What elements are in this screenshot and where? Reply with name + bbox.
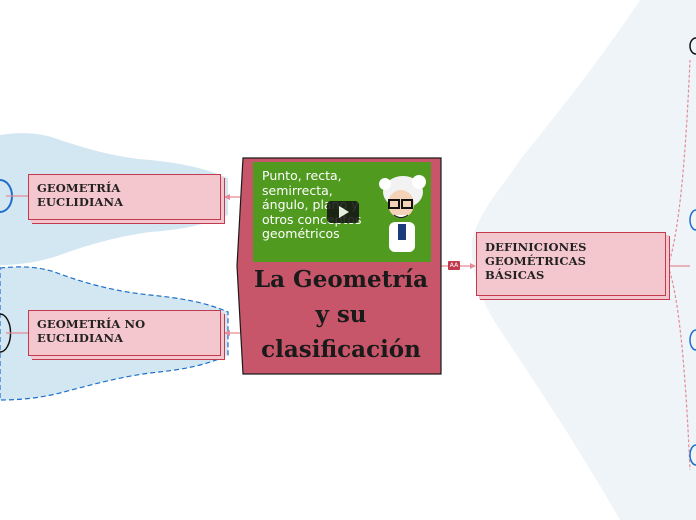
central-node-title: La Geometría y su clasificación	[253, 266, 429, 363]
right-node-3-edge	[689, 329, 696, 351]
play-button[interactable]	[327, 201, 359, 223]
topic-label: GEOMETRÍA EUCLIDIANA	[37, 181, 124, 209]
video-thumbnail[interactable]: Punto, recta, semirrecta, ángulo, plano …	[253, 162, 431, 262]
connector-euclidiana-arrow	[224, 194, 230, 200]
connector-no-euclidiana-arrow	[224, 330, 230, 336]
text-style-badge[interactable]: AA	[448, 261, 460, 270]
topic-label: GEOMETRÍA NO EUCLIDIANA	[37, 317, 146, 345]
topic-geometria-no-euclidiana[interactable]: GEOMETRÍA NO EUCLIDIANA	[28, 310, 221, 356]
right-node-4-edge	[689, 444, 696, 466]
right-node-1-edge	[689, 37, 696, 55]
topic-definiciones-geometricas[interactable]: DEFINICIONES GEOMÉTRICAS BÁSICAS	[476, 232, 666, 296]
professor-illustration	[379, 175, 426, 252]
right-subbranch-line	[667, 59, 691, 471]
connector-definiciones-arrow	[470, 263, 476, 269]
topic-geometria-euclidiana[interactable]: GEOMETRÍA EUCLIDIANA	[28, 174, 221, 220]
video-title: Punto, recta, semirrecta, ángulo, plano …	[262, 168, 362, 241]
topic-label: DEFINICIONES GEOMÉTRICAS BÁSICAS	[485, 240, 587, 282]
right-node-2-edge	[689, 209, 696, 231]
